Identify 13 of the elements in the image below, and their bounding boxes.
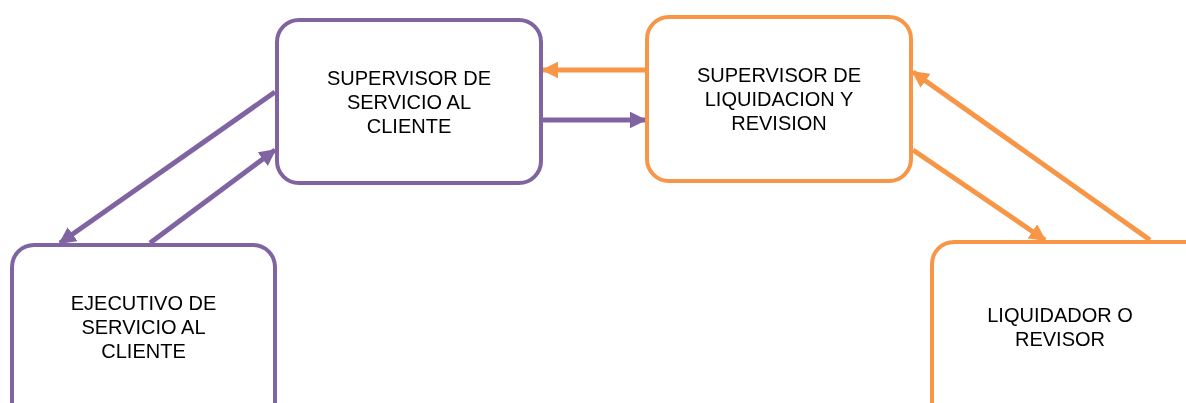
box-label: EJECUTIVO DE SERVICIO AL CLIENTE <box>69 291 218 363</box>
process-box <box>10 243 277 403</box>
arrow <box>543 111 647 129</box>
arrow <box>148 148 277 245</box>
process-box <box>930 240 1186 403</box>
arrow <box>911 147 1047 243</box>
process-box <box>645 15 913 183</box>
arrow <box>58 89 277 246</box>
box-label: SUPERVISOR DE LIQUIDACION Y REVISION <box>695 63 863 135</box>
box-label: SUPERVISOR DE SERVICIO AL CLIENTE <box>325 65 493 138</box>
process-box <box>275 18 543 185</box>
box-label: LIQUIDADOR O REVISOR <box>986 303 1134 351</box>
arrow <box>541 61 645 79</box>
